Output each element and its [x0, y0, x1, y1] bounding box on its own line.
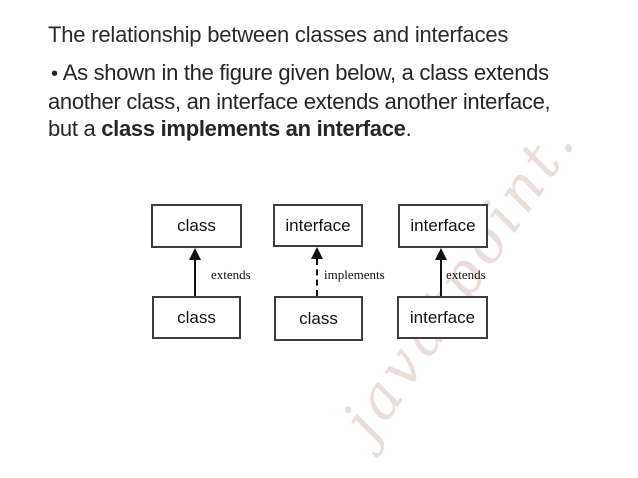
- interface-parent-label: interface: [410, 216, 476, 235]
- extends-arrow-line-1: [194, 259, 196, 296]
- bullet-text-line-3-bold: class implements an interface: [101, 116, 406, 141]
- class-child-box: class: [152, 296, 241, 339]
- extends-arrow-line-2: [440, 259, 442, 296]
- interface-implemented-box: interface: [273, 204, 363, 247]
- implements-arrow-line: [316, 259, 318, 296]
- extends-label-1: extends: [211, 267, 251, 282]
- bullet-paragraph: •As shown in the figure given below, a c…: [48, 59, 608, 142]
- interface-child-box: interface: [397, 296, 488, 339]
- extends-arrow-head-2: [435, 248, 447, 260]
- slide-title: The relationship between classes and int…: [48, 22, 509, 47]
- bullet-marker: •: [51, 63, 58, 85]
- bullet-line-1: •As shown in the figure given below, a c…: [48, 59, 608, 88]
- bullet-text-line-3: but a class implements an interface.: [48, 115, 608, 142]
- implementing-class-label: class: [299, 308, 338, 328]
- interface-child-label: interface: [409, 307, 476, 327]
- bullet-text-line-3-suffix: .: [405, 116, 412, 141]
- implementing-class-box: class: [274, 296, 363, 341]
- interface-implemented-label: interface: [285, 215, 351, 235]
- bullet-text-line-3-prefix: but a: [48, 116, 102, 141]
- class-parent-label: class: [177, 216, 216, 235]
- bullet-text-line-2: another class, an interface extends anot…: [48, 89, 551, 114]
- class-parent-box: class: [151, 204, 242, 248]
- extends-label-2: extends: [446, 267, 486, 282]
- extends-arrow-head-1: [189, 248, 201, 260]
- class-child-label: class: [177, 307, 216, 327]
- implements-arrow-head: [311, 247, 323, 259]
- bullet-text-line-1: As shown in the figure given below, a cl…: [62, 60, 549, 85]
- implements-label: implements: [324, 267, 385, 282]
- watermark-text: javatpoint.: [328, 108, 591, 452]
- interface-parent-box: interface: [398, 204, 488, 248]
